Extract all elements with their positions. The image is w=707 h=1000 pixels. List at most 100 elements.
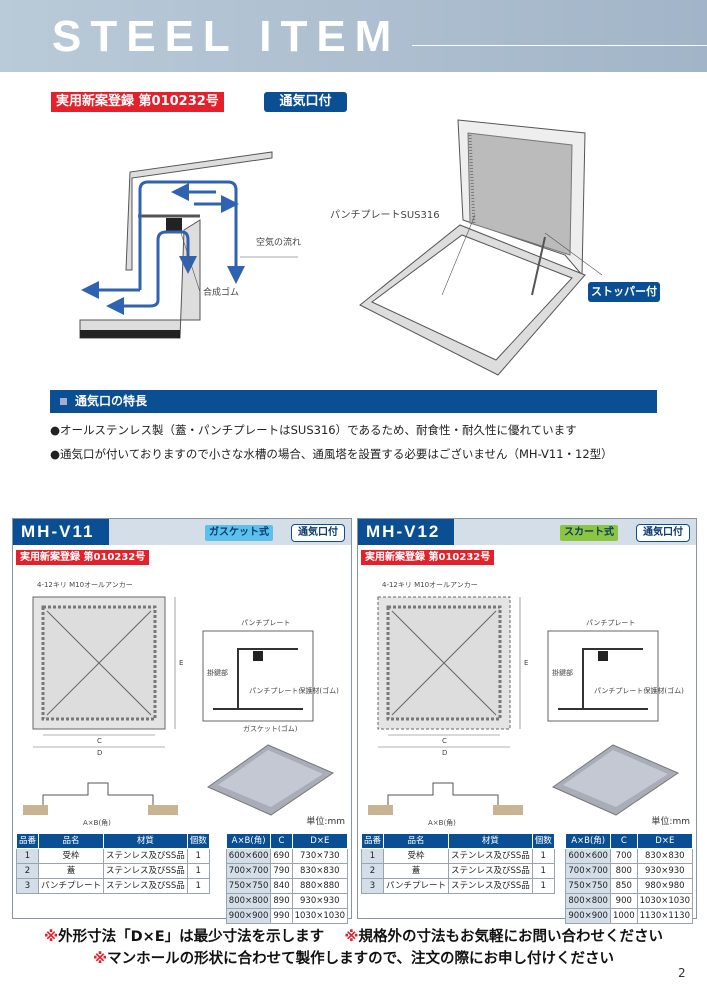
parts-cell: 1	[531, 863, 555, 879]
note-text: 外形寸法「D×E」は最少寸法を示します	[58, 929, 325, 945]
dim-d: D	[97, 749, 103, 757]
size-cell: 600×600	[565, 848, 611, 864]
registration-badge: 実用新案登録 第010232号	[361, 550, 495, 565]
anchor-label: 4-12キリ M10オールアンカー	[37, 581, 133, 589]
vent-badge: 通気口付	[291, 524, 345, 542]
size-cell: 800×800	[225, 893, 272, 909]
dim-e: E	[524, 659, 529, 667]
dim-c: C	[442, 737, 447, 745]
note-text: 規格外の寸法もお気軽にお問い合わせください	[358, 929, 664, 945]
parts-header: 個数	[531, 833, 555, 849]
note-line-1: ※外形寸法「D×E」は最少寸法を示します ※規格外の寸法もお気軽にお問い合わせく…	[0, 928, 707, 946]
unit-label: 単位:mm	[306, 817, 345, 827]
size-cell: 690	[270, 848, 293, 864]
parts-header: 品名	[38, 833, 104, 849]
parts-cell: 3	[15, 878, 40, 894]
parts-cell: ステンレス及びSS品	[102, 848, 188, 864]
parts-cell: ステンレス及びSS品	[102, 863, 188, 879]
protect-label: パンチプレート保護材(ゴム)	[594, 687, 684, 695]
product-panel-mh-v11: MH-V11 ガスケット式 通気口付 実用新案登録 第010232号 4-12キ…	[12, 518, 352, 924]
size-cell: 900	[609, 893, 638, 909]
product-photo	[206, 744, 335, 816]
stopper-badge: ストッパー付	[588, 282, 660, 302]
size-cell: 800	[609, 863, 638, 879]
model-name: MH-V12	[358, 519, 454, 545]
vent-badge: 通気口付	[264, 92, 347, 112]
features-section-header: 通気口の特長	[50, 390, 657, 413]
size-cell: 850	[609, 878, 638, 894]
note-mark: ※	[344, 929, 359, 945]
vent-badge: 通気口付	[636, 524, 690, 542]
protect-label: パンチプレート保護材(ゴム)	[249, 687, 339, 695]
parts-header: 材質	[102, 833, 188, 849]
size-cell: 930×930	[636, 863, 694, 879]
feature-bullet: ●オールステンレス製（蓋・パンチプレートはSUS316）であるため、耐食性・耐久…	[50, 423, 577, 437]
parts-header: 材質	[447, 833, 533, 849]
parts-cell: ステンレス及びSS品	[447, 878, 533, 894]
airflow-diagram	[79, 151, 298, 339]
parts-cell: 蓋	[383, 863, 449, 879]
airflow-label: 空気の流れ	[256, 238, 302, 248]
punch-plate-label: パンチプレートSUS316	[330, 210, 440, 221]
size-cell: 830×830	[291, 863, 349, 879]
size-cell: 750×750	[225, 878, 272, 894]
punch-plate-label: パンチプレート	[586, 619, 636, 627]
type-badge: ガスケット式	[205, 525, 273, 541]
lock-label: 掛鍵部	[207, 669, 228, 677]
product-photo	[551, 744, 680, 816]
type-badge: スカート式	[560, 525, 618, 541]
header-rule	[412, 45, 707, 46]
parts-cell: 受枠	[38, 848, 104, 864]
unit-label: 単位:mm	[651, 817, 690, 827]
parts-cell: 1	[531, 848, 555, 864]
size-header: A×B(角)	[225, 833, 272, 849]
size-cell: 840	[270, 878, 293, 894]
parts-cell: 1	[186, 863, 210, 879]
size-header: D×E	[636, 833, 694, 849]
note-mark: ※	[43, 929, 59, 945]
lock-label: 掛鍵部	[552, 669, 573, 677]
parts-cell: ステンレス及びSS品	[447, 863, 533, 879]
size-cell: 700	[609, 848, 638, 864]
size-cell: 900×900	[565, 908, 611, 924]
size-cell: 700×700	[225, 863, 272, 879]
size-header: C	[609, 833, 638, 849]
parts-header: 品番	[360, 833, 385, 849]
size-cell: 990	[270, 908, 293, 924]
parts-cell: 2	[15, 863, 40, 879]
registration-badge: 実用新案登録 第010232号	[16, 550, 150, 565]
size-cell: 790	[270, 863, 293, 879]
size-cell: 600×600	[225, 848, 272, 864]
note-text: マンホールの形状に合わせて製作しますので、注文の際にお申し付けください	[107, 951, 615, 967]
size-cell: 800×800	[565, 893, 611, 909]
size-cell: 830×830	[636, 848, 694, 864]
size-cell: 1000	[609, 908, 638, 924]
parts-cell: 2	[360, 863, 385, 879]
parts-header: 個数	[186, 833, 210, 849]
parts-cell: パンチプレート	[38, 878, 104, 894]
product-panel-mh-v12: MH-V12 スカート式 通気口付 実用新案登録 第010232号 4-12キリ…	[357, 518, 697, 924]
registration-badge: 実用新案登録 第010232号	[51, 92, 224, 112]
size-header: A×B(角)	[565, 833, 611, 849]
size-cell: 750×750	[565, 878, 611, 894]
parts-header: 品名	[383, 833, 449, 849]
parts-cell: ステンレス及びSS品	[447, 848, 533, 864]
square-bullet-icon	[60, 398, 67, 405]
page-number: 2	[678, 966, 686, 980]
size-cell: 1030×1030	[636, 893, 694, 909]
parts-cell: 1	[186, 878, 210, 894]
parts-cell: 3	[360, 878, 385, 894]
dim-ab: A×B(角)	[428, 819, 456, 827]
rubber-label: 合成ゴム	[203, 288, 240, 298]
size-cell: 900×900	[225, 908, 272, 924]
